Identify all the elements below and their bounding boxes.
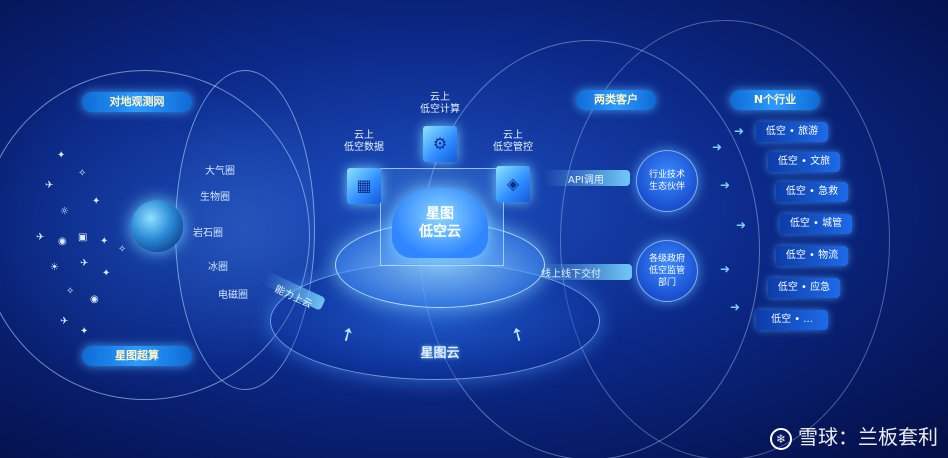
delivery-arrow-icon [540,264,632,280]
industries-title: N个行业 [730,90,820,110]
platform-label: 星图云 [420,346,460,361]
outer-arc-far-right [560,20,890,458]
satellite-icon: ✈ [80,258,89,269]
arrow-right-icon: ➜ [720,178,731,192]
sphere-label: 生物圈 [200,192,230,203]
industry-item: 低空 • 物流 [776,246,848,266]
data-cube-label: 云上 低空数据 [344,130,384,153]
control-cube-label: 云上 低空管控 [493,130,533,153]
industry-item: 低空 • 旅游 [756,122,828,142]
delivery-label: 线上线下交付 [541,269,601,280]
supercomputing-label: 星图超算 [82,346,192,366]
partner-node: 行业技术 生态伙伴 [636,150,698,212]
arrow-right-icon: ➜ [720,262,731,276]
industry-item: 低空 • 文旅 [768,152,840,172]
industry-item: 低空 • ... [756,310,828,330]
industry-item: 低空 • 应急 [768,278,840,298]
government-node: 各级政府 低空监管 部门 [636,240,698,302]
arrow-right-icon: ➜ [736,218,747,232]
core-label: 星图 低空云 [419,206,461,240]
customers-title: 两类客户 [576,90,656,110]
satellite-icon: ✦ [57,150,66,161]
satellite-icon: ✦ [92,196,101,207]
satellite-icon: ✧ [118,244,127,255]
api-label: API调用 [568,175,604,186]
satellite-icon: ✈ [36,232,45,243]
earth-globe-icon [131,200,183,252]
arrow-right-icon: ➜ [730,300,741,314]
satellite-icon: ☀ [50,262,59,273]
satellite-icon: ✦ [102,268,111,279]
control-cube-icon: ◈ [496,166,530,202]
sphere-label: 岩石圈 [193,228,223,239]
sphere-label: 电磁圈 [218,290,248,301]
industry-item: 低空 • 急救 [776,182,848,202]
compute-cube-icon: ⚙ [423,126,457,162]
cloud-icon [392,188,488,258]
compute-cube-label: 云上 低空计算 [420,92,460,115]
api-arrow-icon [544,170,630,186]
satellite-icon: ✧ [78,168,87,179]
satellite-icon: ✈ [60,316,69,327]
satellite-icon: ✦ [100,236,109,247]
satellite-icon: ✦ [80,326,89,337]
arrow-right-icon: ➜ [734,124,745,138]
snowball-logo-icon: ❄ [770,427,792,450]
watermark: ❄ 雪球：兰板套利 [770,421,938,450]
observation-network-label: 对地观测网 [82,92,192,112]
satellite-icon: ☼ [60,206,69,217]
watermark-text: 雪球：兰板套利 [798,425,938,449]
satellite-icon: ▣ [78,232,88,243]
sphere-label: 大气圈 [205,166,235,177]
sphere-label: 冰圈 [208,262,228,273]
satellite-icon: ◉ [90,294,99,305]
industry-item: 低空 • 城管 [780,214,852,234]
satellite-icon: ✈ [45,180,54,191]
satellite-icon: ✧ [66,286,75,297]
data-cube-icon: ▦ [347,168,381,204]
arrow-right-icon: ➜ [712,140,723,154]
satellite-icon: ◉ [58,236,67,247]
